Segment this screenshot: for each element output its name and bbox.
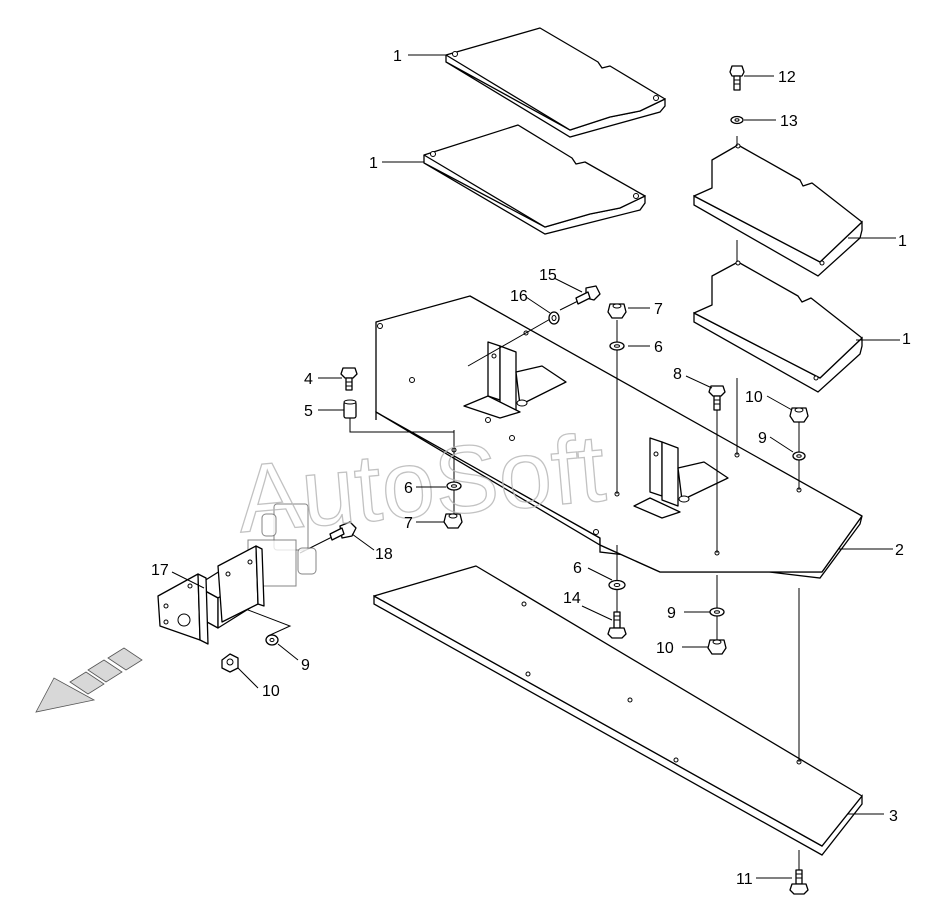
callout-6-lower: 6 [573,560,582,577]
bolt-12 [729,65,745,91]
bolt-14 [607,611,627,639]
callout-4: 4 [304,371,313,388]
callout-7-top: 7 [654,301,663,318]
bolt-11 [789,869,809,895]
callout-6-left: 6 [404,480,413,497]
bolt-15 [575,285,601,305]
pad-1-second [423,124,646,235]
assembly-axes [234,136,800,876]
pad-1-right-lower [693,260,863,393]
bracket-left [463,341,567,419]
callout-leaders [171,54,900,879]
callout-18: 18 [375,546,393,563]
pad-1-top [445,27,666,138]
callout-10-right: 10 [745,389,763,406]
callout-12: 12 [778,69,796,86]
bolt-4 [340,367,358,391]
callout-9-lower: 9 [667,605,676,622]
nut-10-lower [707,639,727,655]
callout-9-hitch: 9 [301,657,310,674]
callout-6-top: 6 [654,339,663,356]
callout-1-right-lower: 1 [902,331,911,348]
callout-1-right-upper: 1 [898,233,907,250]
nut-10-hitch [221,653,239,673]
callout-10-hitch: 10 [262,683,280,700]
callout-8: 8 [673,366,682,383]
callout-10-lower: 10 [656,640,674,657]
callout-7-left: 7 [404,515,413,532]
spacer-5 [343,399,357,419]
callout-1-second: 1 [369,155,378,172]
callout-17: 17 [151,562,169,579]
callout-14: 14 [563,590,581,607]
nut-7-top [607,303,627,319]
callout-11: 11 [736,871,753,888]
callout-16: 16 [510,288,528,305]
pad-1-right-upper [693,143,863,277]
nut-7-left [443,513,463,529]
callout-3: 3 [889,808,898,825]
bracket-right [633,437,729,519]
callout-5: 5 [304,403,313,420]
callout-2: 2 [895,542,904,559]
watermark-text: AutoSoft [233,414,609,553]
callout-15: 15 [539,267,557,284]
nut-10-right [789,407,809,423]
bolt-8 [708,385,726,411]
direction-arrow-icon [35,647,143,713]
hitch-17 [157,545,265,645]
callout-9-right: 9 [758,430,767,447]
callout-13: 13 [780,113,798,130]
plate-3 [373,565,863,856]
callout-labels: 1 1 1 1 2 3 4 5 6 6 6 7 7 8 9 9 9 10 10 … [151,48,911,888]
callout-1-top: 1 [393,48,402,65]
